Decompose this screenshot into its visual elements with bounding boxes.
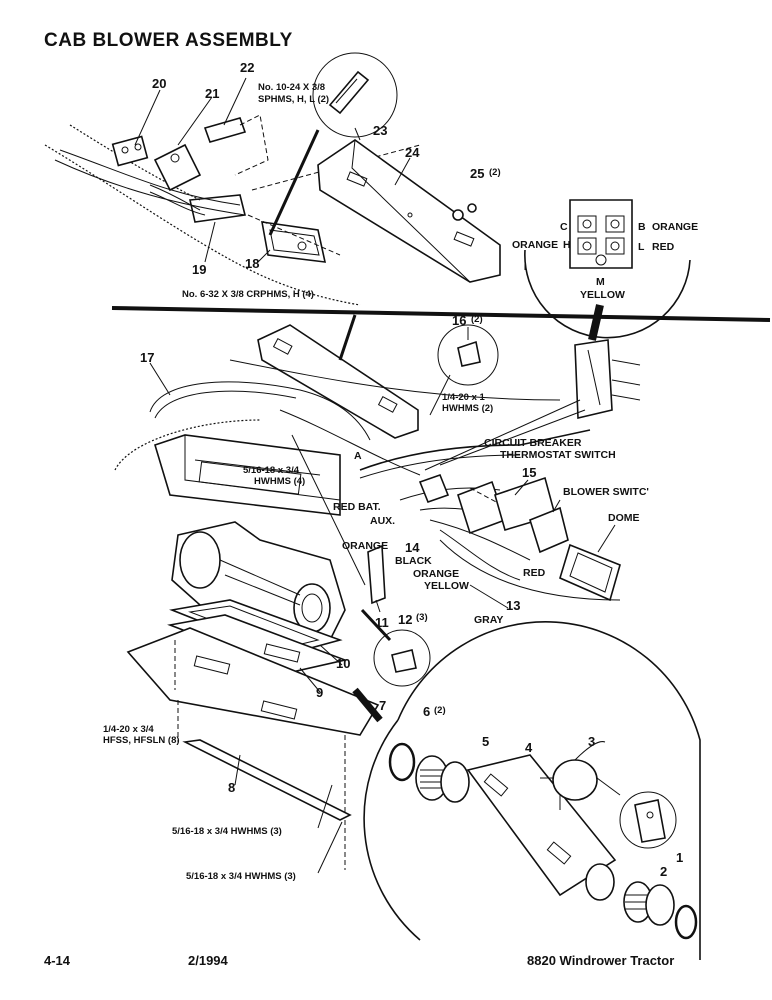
callout-5: 5 [482, 734, 489, 749]
footer-model: 8820 Windrower Tractor [527, 953, 675, 968]
spec-16-line2: HWHMS (2) [442, 403, 493, 414]
callout-17: 17 [140, 350, 154, 365]
spec-22-line2: SPHMS, H, L (2) [258, 94, 329, 105]
callout-19: 19 [192, 262, 206, 277]
callout-18: 18 [245, 256, 259, 271]
terminal-m-color: YELLOW [580, 289, 625, 301]
callout-24: 24 [405, 145, 420, 160]
spec-8-line1: 1/4-20 x 3/4 [103, 724, 154, 735]
callout-7: 7 [379, 698, 386, 713]
label-a: A [354, 450, 362, 462]
terminal-c: C [560, 221, 568, 233]
harness-19 [149, 184, 246, 223]
spec-bolt-lower: 5/16-18 x 3/4 HWHMS (3) [186, 871, 296, 882]
spec-22-line1: No. 10-24 X 3/8 [258, 82, 325, 93]
terminal-m: M [596, 276, 605, 288]
nut-25 [452, 203, 477, 221]
callout-12-qty: (3) [416, 612, 428, 623]
callout-12: 12 [398, 612, 412, 627]
switch-detail-circle [524, 199, 691, 341]
terminal-l: L [638, 241, 645, 253]
page-title: CAB BLOWER ASSEMBLY [44, 30, 293, 51]
callout-25-qty: (2) [489, 167, 501, 178]
terminal-h-color: ORANGE [512, 239, 558, 251]
terminal-b: B [638, 221, 646, 233]
lens-detail-23 [312, 52, 398, 138]
callout-16: 16 [452, 313, 466, 328]
spec-bolt-upper: 5/16-18 x 3/4 HWHMS (3) [172, 826, 282, 837]
footer-date: 2/1994 [188, 953, 228, 968]
callout-labels: 20 21 22 23 24 25 (2) 19 18 17 16 (2) 15… [140, 60, 683, 879]
lens-18 [261, 221, 327, 263]
switch-detail-labels: C B ORANGE ORANGE H L RED M YELLOW [512, 221, 698, 301]
callout-6: 6 [423, 704, 430, 719]
terminal-h: H [563, 239, 571, 251]
callout-2: 2 [660, 864, 667, 879]
blower-wheel-2 [623, 881, 675, 926]
bracket-22 [203, 114, 269, 176]
label-dome: DOME [608, 512, 640, 524]
callout-20: 20 [152, 76, 166, 91]
callout-15: 15 [522, 465, 536, 480]
spec-16-line1: 1/4-20 x 1 [442, 392, 485, 403]
label-thermostat-switch: THERMOSTAT SWITCH [500, 449, 616, 461]
wiring-labels: CIRCUIT BREAKER THERMOSTAT SWITCH BLOWER… [333, 437, 649, 626]
callout-21: 21 [205, 86, 219, 101]
callout-16-qty: (2) [471, 314, 483, 325]
leader-lines [134, 77, 616, 874]
label-circuit-breaker: CIRCUIT BREAKER [484, 437, 582, 449]
wiring-area [114, 314, 641, 605]
callout-23: 23 [373, 123, 387, 138]
switch-21 [153, 143, 202, 192]
callout-4: 4 [525, 740, 533, 755]
blower-wheel-5 [415, 755, 470, 803]
label-aux: AUX. [370, 515, 395, 527]
blower-unit [126, 521, 431, 870]
callout-14: 14 [405, 540, 420, 555]
label-orange-1: ORANGE [342, 540, 388, 552]
label-blower-switch: BLOWER SWITC' [563, 486, 649, 498]
callout-13: 13 [506, 598, 520, 613]
callout-11: 11 [375, 615, 389, 630]
spec-8-line2: HFSS, HFSLN (8) [103, 735, 180, 746]
motor-3 [540, 741, 621, 810]
label-yellow: YELLOW [424, 580, 469, 592]
callout-3: 3 [588, 734, 595, 749]
spec-11-line1: 5/16-18 x 3/4 [243, 465, 300, 476]
terminal-b-color: ORANGE [652, 221, 698, 233]
blower-detail-circle [363, 621, 701, 960]
callout-6-qty: (2) [434, 705, 446, 716]
label-black: BLACK [395, 555, 432, 567]
label-red-bat: RED BAT. [333, 501, 381, 513]
callout-10: 10 [336, 656, 350, 671]
label-orange-2: ORANGE [413, 568, 459, 580]
hardware-specs: No. 10-24 X 3/8 SPHMS, H, L (2) No. 6-32… [103, 82, 493, 882]
callout-9: 9 [316, 685, 323, 700]
upper-harness-area [44, 52, 771, 322]
spec-18: No. 6-32 X 3/8 CRPHMS, H (4) [182, 289, 314, 300]
callout-8: 8 [228, 780, 235, 795]
spec-11-line2: HWHMS (4) [254, 476, 305, 487]
callout-25: 25 [470, 166, 484, 181]
callout-22: 22 [240, 60, 254, 75]
footer-page-number: 4-14 [44, 953, 71, 968]
housing-4 [466, 754, 617, 901]
callout-1: 1 [676, 850, 683, 865]
label-red: RED [523, 567, 546, 579]
label-gray: GRAY [474, 614, 503, 626]
terminal-l-color: RED [652, 241, 675, 253]
switch-20 [111, 135, 149, 167]
panel-24 [317, 139, 501, 283]
